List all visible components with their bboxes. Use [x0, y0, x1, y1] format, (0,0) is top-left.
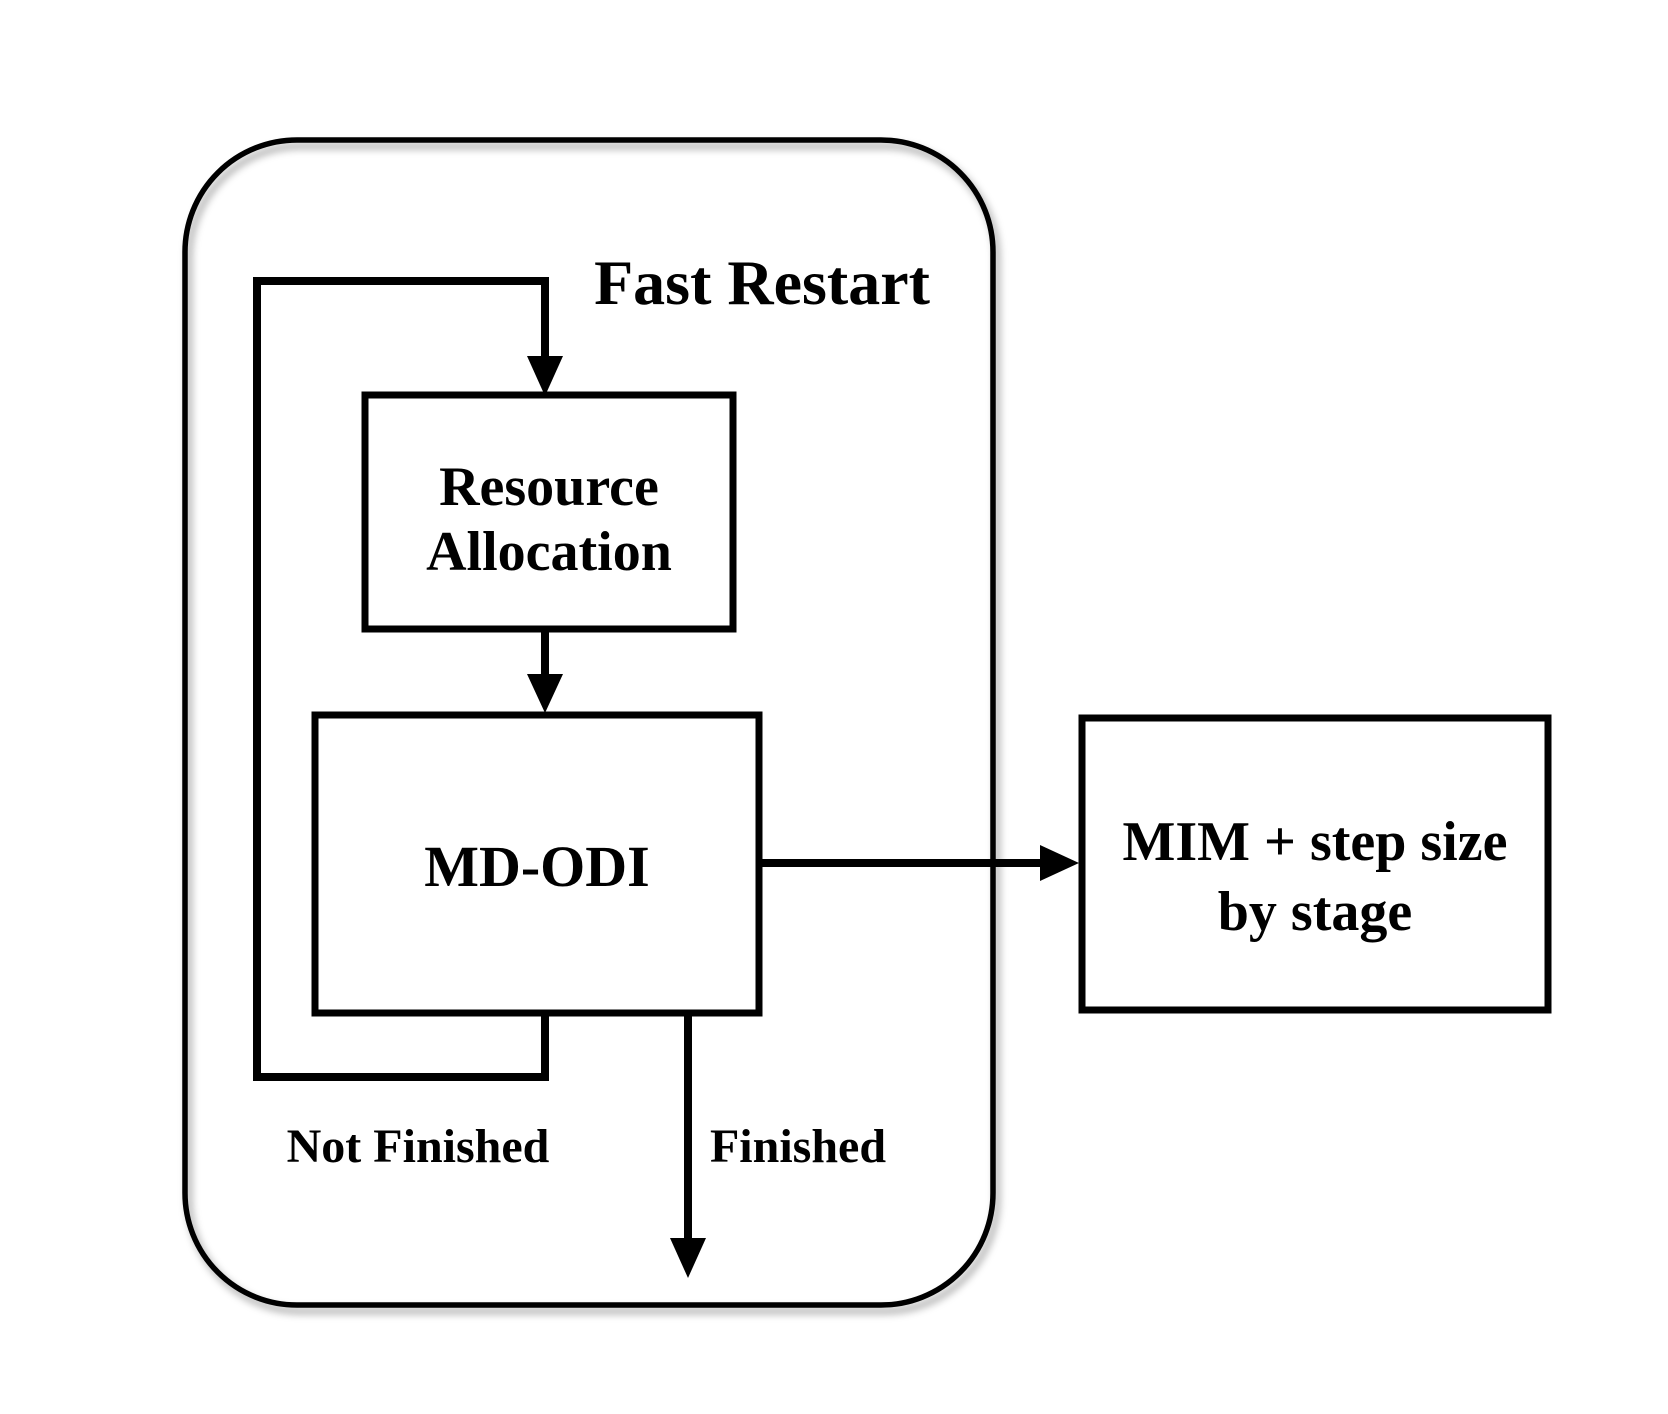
- resource-to-mdodi-arrowhead-icon: [527, 674, 563, 713]
- finished-label: Finished: [710, 1120, 886, 1173]
- fast-restart-container: [182, 137, 996, 1308]
- md-odi-box: [311, 711, 763, 1017]
- stroke-group: [182, 137, 1552, 1308]
- mim-box: [1078, 714, 1552, 1014]
- label-group: Fast Restart Resource Allocation MD-ODI …: [287, 247, 1508, 1173]
- not-finished-label: Not Finished: [287, 1120, 550, 1173]
- arrowhead-group: [527, 356, 1079, 1278]
- mdodi-to-mim-arrowhead-icon: [1040, 845, 1079, 881]
- resource-allocation-box: [361, 391, 737, 633]
- finished-arrowhead-icon: [670, 1238, 706, 1278]
- fast-restart-title: Fast Restart: [594, 247, 931, 318]
- restart-loop-line: [253, 277, 549, 1081]
- loop-to-resource-arrowhead-icon: [527, 356, 563, 396]
- md-odi-label: MD-ODI: [424, 834, 650, 899]
- mim-label-line1: MIM + step size: [1123, 811, 1508, 873]
- mim-label-line2: by stage: [1218, 881, 1412, 943]
- resource-allocation-label-line1: Resource: [439, 456, 659, 518]
- resource-allocation-label-line2: Allocation: [426, 521, 672, 583]
